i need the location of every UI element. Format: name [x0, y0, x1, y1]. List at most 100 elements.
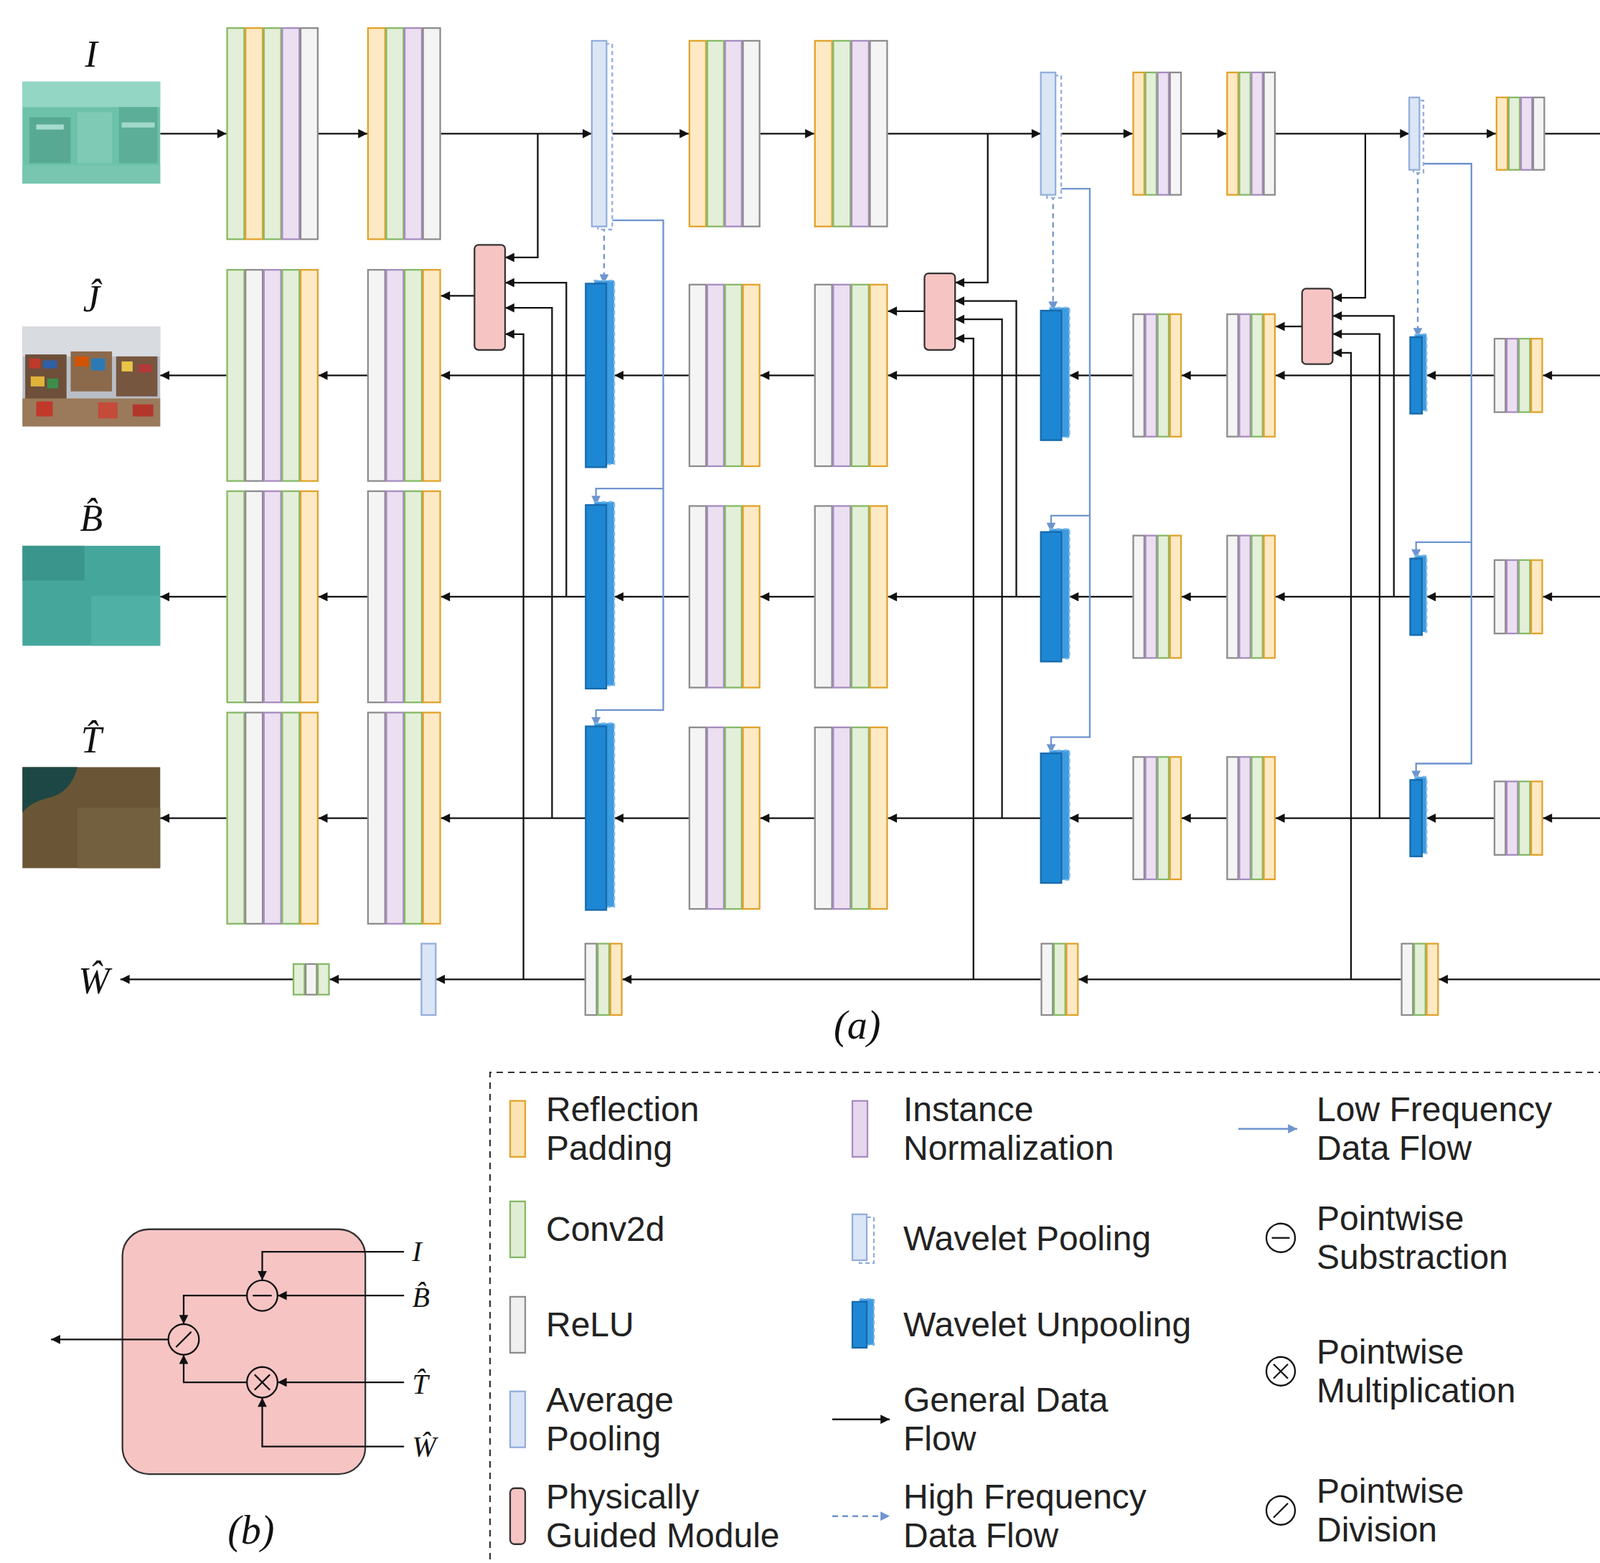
- reflection-padding: [245, 27, 263, 239]
- div-symbol: [1273, 1503, 1288, 1519]
- conv2d-layer: [1508, 97, 1520, 171]
- data-flow-line: [1069, 817, 1133, 819]
- layer-block: [689, 40, 760, 227]
- image-region: [98, 402, 118, 419]
- reflection-padding: [689, 40, 707, 227]
- legend-text: Conv2d: [546, 1210, 665, 1249]
- layer-block: [1401, 944, 1439, 1016]
- data-flow-line: [318, 132, 368, 135]
- image-region: [70, 351, 112, 392]
- image-thumbnail: [22, 766, 160, 869]
- data-flow-line: [262, 1252, 405, 1281]
- relu-layer: [368, 491, 386, 703]
- reflection-padding: [1264, 756, 1275, 880]
- layer-block: [1132, 535, 1181, 659]
- relu-layer: [423, 27, 441, 239]
- instance-norm: [1239, 756, 1250, 880]
- relu-layer: [689, 727, 707, 910]
- data-flow-line: [440, 374, 586, 376]
- relu-layer: [870, 40, 888, 227]
- data-flow-line: [1542, 817, 1600, 819]
- legend-entry: Pointwise Substraction: [1316, 1199, 1575, 1278]
- wavelet-pooling: [1041, 72, 1062, 199]
- legend-swatch: [510, 1488, 526, 1545]
- layer-block: [1496, 97, 1545, 171]
- data-flow-line: [318, 374, 368, 376]
- reflection-padding: [610, 944, 623, 1016]
- legend-entry: Wavelet Unpooling: [903, 1305, 1220, 1345]
- legend-sample: [1238, 1128, 1298, 1131]
- instance-norm: [264, 491, 282, 703]
- relu-layer: [689, 284, 707, 467]
- relu-layer: [1494, 338, 1506, 412]
- relu-layer: [1132, 756, 1144, 880]
- instance-norm: [1506, 560, 1518, 634]
- low-frequency-part: [1409, 97, 1420, 171]
- instance-norm: [404, 27, 422, 239]
- reflection-padding: [1531, 338, 1542, 412]
- input-label: Ŵ: [412, 1430, 437, 1463]
- conv2d-layer: [1251, 535, 1263, 659]
- relu-layer: [1226, 756, 1238, 880]
- input-label: I: [412, 1235, 422, 1268]
- conv2d-layer: [281, 491, 300, 703]
- legend-entry: Reflection Padding: [546, 1090, 762, 1169]
- physically-guided-module: [122, 1229, 366, 1475]
- data-flow-line: [1069, 596, 1133, 598]
- legend-entry: General Data Flow: [903, 1381, 1176, 1459]
- layer-block: [368, 27, 441, 239]
- instance-norm: [707, 505, 724, 688]
- image-region: [35, 124, 64, 130]
- conv2d-layer: [851, 284, 869, 467]
- image-region: [35, 401, 53, 417]
- conv2d-layer: [404, 491, 422, 703]
- reflection-padding: [870, 284, 888, 467]
- label-holder: B̂: [0, 497, 189, 541]
- legend-text: ReLU: [546, 1305, 635, 1344]
- instance-norm: [1251, 72, 1263, 196]
- relu-layer: [245, 491, 263, 703]
- low-frequency-flow: [1416, 163, 1472, 780]
- data-flow-line: [1423, 132, 1496, 135]
- conv2d-layer: [227, 269, 245, 481]
- instance-norm: [1145, 756, 1157, 880]
- layer-block: [1132, 72, 1181, 196]
- wavelet-unpooling: [1409, 777, 1427, 857]
- label-holder: Ŵ: [412, 1430, 437, 1464]
- data-flow-line: [505, 307, 552, 818]
- legend-entry: Low Frequency Data Flow: [1316, 1090, 1575, 1169]
- image-region: [43, 360, 57, 369]
- data-flow-line: [887, 817, 1041, 819]
- conv2d-layer: [1158, 535, 1169, 659]
- low-frequency-part: [1409, 558, 1422, 636]
- image-region: [22, 81, 160, 184]
- data-flow-line: [329, 978, 422, 981]
- data-flow-line: [318, 596, 368, 598]
- data-flow-line: [760, 374, 815, 376]
- reflection-padding: [815, 40, 833, 227]
- conv2d-layer: [227, 712, 245, 924]
- conv2d-layer: [1518, 338, 1530, 412]
- legend-entry: Conv2d: [546, 1210, 762, 1250]
- label-holder: I: [412, 1235, 422, 1269]
- label-holder: Ĵ: [0, 277, 189, 321]
- instance-norm: [707, 727, 724, 910]
- data-flow-line: [183, 1295, 247, 1325]
- data-flow-line: [440, 294, 475, 297]
- image-region: [91, 596, 160, 647]
- reflection-padding: [1226, 72, 1238, 196]
- data-flow-line: [120, 978, 293, 981]
- minus-symbol: [246, 1280, 278, 1312]
- instance-norm: [281, 27, 300, 239]
- relu-layer: [585, 944, 597, 1016]
- data-flow-line: [1181, 817, 1227, 819]
- wavelet-unpooling: [585, 502, 615, 689]
- conv2d-layer: [1518, 781, 1530, 855]
- reflection-padding: [300, 712, 318, 924]
- layer-block: [1041, 944, 1078, 1016]
- legend-entry: Pointwise Multiplication: [1316, 1333, 1575, 1411]
- low-frequency-part: [1409, 779, 1422, 857]
- data-flow-line: [277, 1381, 404, 1384]
- layer-block: [368, 491, 441, 703]
